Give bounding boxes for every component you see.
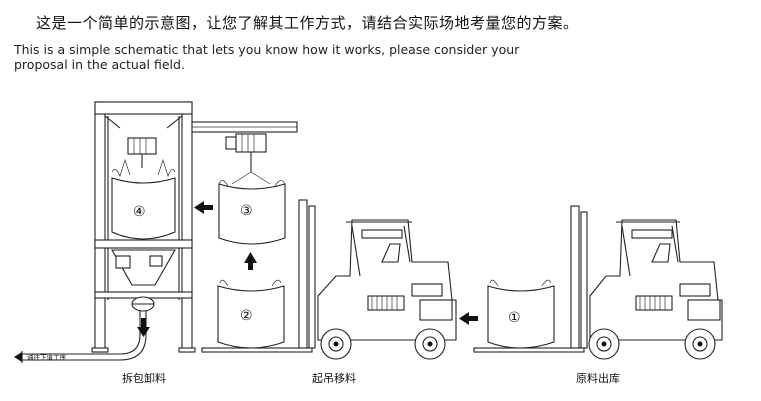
pipe-label: 通往下道工序 xyxy=(27,353,67,362)
arrow-to-frame xyxy=(194,201,213,214)
step-1-number: ① xyxy=(508,310,521,326)
forklift-middle xyxy=(201,199,457,360)
title-english: This is a simple schematic that lets you… xyxy=(14,42,520,72)
caption-unpack-discharge: 拆包卸料 xyxy=(122,371,166,385)
unloading-frame xyxy=(21,101,298,363)
rail-hoist xyxy=(218,133,286,245)
caption-lift-move: 起吊移料 xyxy=(312,371,356,385)
step-4-number: ④ xyxy=(133,204,146,220)
step-2-number: ② xyxy=(240,308,253,324)
arrow-lift-up xyxy=(244,252,257,270)
pipe-outlet: 通往下道工序 xyxy=(14,352,67,362)
discharge-arrow xyxy=(137,318,150,337)
step-3-number: ③ xyxy=(240,203,253,219)
arrow-to-forklift xyxy=(459,312,478,325)
title-chinese: 这是一个简单的示意图，让您了解其工作方式，请结合实际场地考量您的方案。 xyxy=(36,14,579,32)
forklift-right xyxy=(473,205,723,360)
caption-raw-out: 原料出库 xyxy=(576,371,620,385)
